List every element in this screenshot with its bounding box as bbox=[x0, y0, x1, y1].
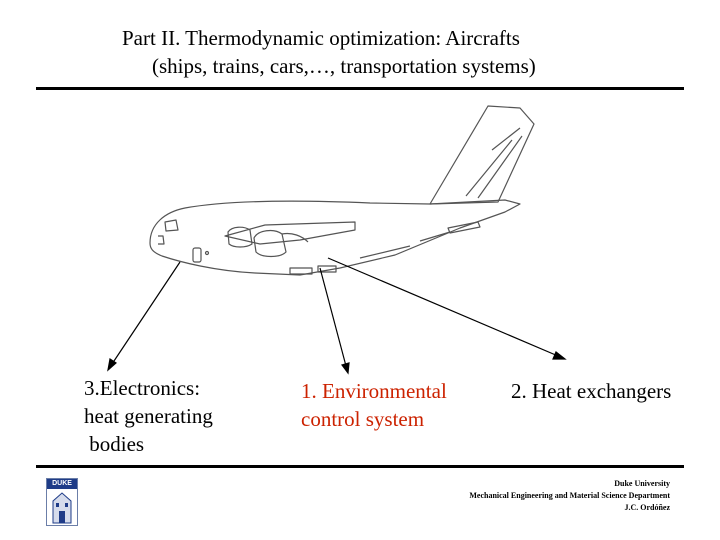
logo-building-icon bbox=[52, 492, 72, 524]
ecs-label-line1: 1. Environmental bbox=[301, 379, 447, 403]
gear-fairing-1 bbox=[289, 267, 313, 275]
engine-pylon bbox=[281, 232, 309, 243]
footer-author: J.C. Ordóñez bbox=[624, 503, 670, 512]
slide-title: Part II. Thermodynamic optimization: Air… bbox=[122, 24, 536, 80]
slide-title-line2: (ships, trains, cars,…, transportation s… bbox=[152, 54, 536, 78]
wing bbox=[224, 221, 356, 245]
arrowhead-heat-exchangers bbox=[552, 351, 567, 360]
gear-fairing-2 bbox=[317, 265, 337, 273]
nose-detail bbox=[158, 235, 165, 245]
electronics-label-line1: 3.Electronics: bbox=[84, 376, 201, 400]
duke-logo: DUKE bbox=[46, 478, 78, 526]
horizontal-stabilizer bbox=[447, 221, 481, 234]
belly-line bbox=[359, 231, 451, 259]
slide-title-line1: Part II. Thermodynamic optimization: Air… bbox=[122, 26, 520, 50]
arrow-ecs bbox=[319, 267, 347, 367]
heat-exchangers-label: 2. Heat exchangers bbox=[511, 379, 672, 403]
engine-right bbox=[253, 229, 287, 258]
aircraft-drawing bbox=[149, 105, 535, 276]
arrowhead-electronics bbox=[107, 357, 117, 372]
environmental-control-label: 1. Environmental control system bbox=[301, 377, 447, 433]
fuselage-outline bbox=[149, 199, 521, 276]
arrowhead-ecs bbox=[340, 362, 350, 375]
ecs-label-line2: control system bbox=[301, 407, 425, 431]
top-divider bbox=[36, 87, 684, 90]
footer-credits: Duke University Mechanical Engineering a… bbox=[469, 478, 670, 514]
footer-university: Duke University bbox=[614, 479, 670, 488]
arrow-heat-exchangers bbox=[327, 257, 559, 357]
footer-department: Mechanical Engineering and Material Scie… bbox=[469, 491, 670, 500]
porthole bbox=[204, 250, 210, 256]
rudder-line bbox=[465, 127, 523, 199]
arrow-electronics bbox=[111, 261, 181, 365]
tail-fin bbox=[429, 105, 535, 205]
electronics-label-line2: heat generating bbox=[84, 404, 213, 428]
electronics-label-line3: bodies bbox=[84, 432, 145, 456]
cockpit-window bbox=[164, 219, 179, 232]
fuselage-door bbox=[192, 247, 202, 263]
engine-left bbox=[227, 226, 253, 248]
callout-arrows bbox=[107, 257, 567, 375]
logo-word: DUKE bbox=[47, 479, 77, 489]
electronics-label: 3.Electronics: heat generating bodies bbox=[84, 374, 213, 458]
bottom-divider bbox=[36, 465, 684, 468]
